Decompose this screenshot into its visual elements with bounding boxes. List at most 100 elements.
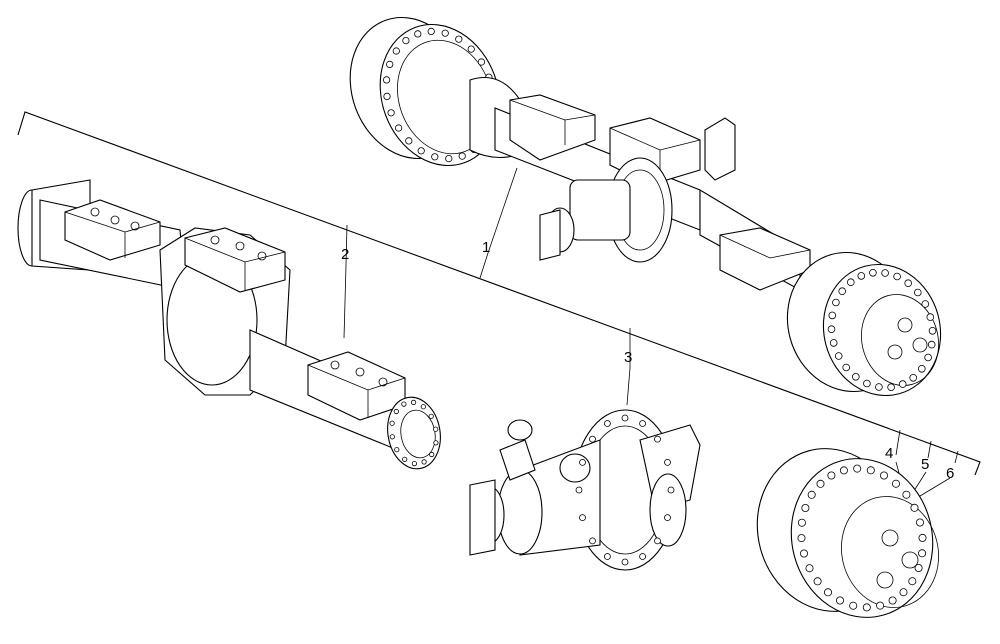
bolt-head xyxy=(579,458,586,466)
bolt-head xyxy=(916,518,925,527)
part-axle-housing xyxy=(17,179,441,470)
bolt-head xyxy=(827,471,836,480)
bolt-head xyxy=(433,426,439,432)
bolt-head xyxy=(664,458,671,466)
bolt-head xyxy=(926,313,935,321)
callout-5: 5 xyxy=(921,456,929,473)
bolt-head xyxy=(411,460,417,467)
bolt-head xyxy=(455,35,463,43)
bolt-head xyxy=(382,76,391,84)
callout-labels: 1 2 3 4 5 6 xyxy=(341,239,954,482)
bolt-head xyxy=(849,601,858,610)
bolt-head xyxy=(589,537,596,545)
bolt-head xyxy=(797,534,806,543)
bolt-head xyxy=(827,325,836,334)
bolt-head xyxy=(800,549,809,558)
bolt-head xyxy=(909,373,917,382)
bolt-head xyxy=(918,533,927,542)
bolt-head xyxy=(851,372,860,381)
bolt-head xyxy=(921,300,930,308)
bolt-head xyxy=(887,383,895,392)
bolt-head xyxy=(579,514,586,521)
bolt-head xyxy=(904,279,912,288)
part-differential-carrier xyxy=(469,409,701,571)
callout-3: 3 xyxy=(624,349,632,366)
bolt-head xyxy=(834,352,843,360)
callout-6: 6 xyxy=(946,465,954,482)
bolt-head xyxy=(386,60,394,69)
bolt-head xyxy=(389,420,395,426)
bolt-head xyxy=(639,420,646,427)
part-wheel-hub xyxy=(756,448,939,618)
bolt-head xyxy=(421,459,427,465)
bolt-head xyxy=(639,553,646,560)
part-complete-axle xyxy=(349,16,942,397)
bolt-head xyxy=(805,564,814,573)
bolt-head xyxy=(389,434,395,440)
bolt-head xyxy=(410,399,417,405)
bolt-head xyxy=(828,311,837,320)
bolt-head xyxy=(387,109,395,117)
bolt-head xyxy=(654,435,661,443)
bolt-head xyxy=(928,326,937,335)
bolt-head xyxy=(420,404,426,410)
bolt-head xyxy=(402,36,410,45)
bolt-head xyxy=(654,537,661,545)
bolt-head xyxy=(881,269,889,277)
bolt-head xyxy=(899,588,908,597)
bolt-head xyxy=(401,401,407,407)
bolt-head xyxy=(888,596,897,605)
bolt-head xyxy=(807,490,816,499)
bolt-head xyxy=(913,288,922,297)
bolt-head xyxy=(918,549,927,558)
bolt-head xyxy=(477,58,485,66)
bolt-head xyxy=(589,435,596,443)
bolt-head xyxy=(857,272,866,280)
bolt-head xyxy=(429,451,435,458)
bolt-head xyxy=(924,353,932,362)
bolt-head xyxy=(875,383,883,391)
bolt-head xyxy=(853,464,862,473)
bolt-head xyxy=(902,490,911,499)
bolt-head xyxy=(575,486,583,494)
bolt-head xyxy=(383,92,391,101)
bolt-head xyxy=(880,471,889,480)
bolt-head xyxy=(441,29,449,37)
bolt-head xyxy=(604,420,611,427)
bolt-head xyxy=(869,268,877,277)
bolt-head xyxy=(394,124,403,132)
bolt-head xyxy=(846,278,855,287)
bolt-head xyxy=(863,379,871,388)
bolt-head xyxy=(417,147,425,155)
callout-4: 4 xyxy=(885,445,893,462)
leader-lines xyxy=(17,111,981,500)
bolt-head xyxy=(910,503,919,512)
bolt-head xyxy=(829,339,838,347)
bolt-head xyxy=(402,456,408,462)
bolt-head xyxy=(816,479,825,488)
bolt-head xyxy=(621,558,629,566)
bolt-head xyxy=(801,503,810,512)
bolt-head xyxy=(664,514,671,521)
bolt-head xyxy=(667,486,675,494)
bolt-head xyxy=(914,564,923,573)
bolt-head xyxy=(445,155,453,163)
bolt-head xyxy=(813,577,822,586)
bolt-head xyxy=(394,447,400,453)
bolt-head xyxy=(431,153,439,161)
bolt-head xyxy=(824,588,833,597)
bolt-head xyxy=(797,518,806,527)
bolt-head xyxy=(838,287,846,296)
bolt-head xyxy=(917,364,926,373)
bolt-head xyxy=(893,272,901,281)
bolt-head xyxy=(427,27,435,35)
bolt-head xyxy=(876,601,885,610)
bolt-head xyxy=(908,577,917,586)
bolt-head xyxy=(927,340,936,349)
bolt-head xyxy=(898,380,907,388)
callout-1: 1 xyxy=(482,239,490,256)
bolt-head xyxy=(392,47,400,55)
callout-2: 2 xyxy=(341,246,349,263)
bolt-head xyxy=(836,596,845,605)
bolt-head xyxy=(832,298,840,307)
